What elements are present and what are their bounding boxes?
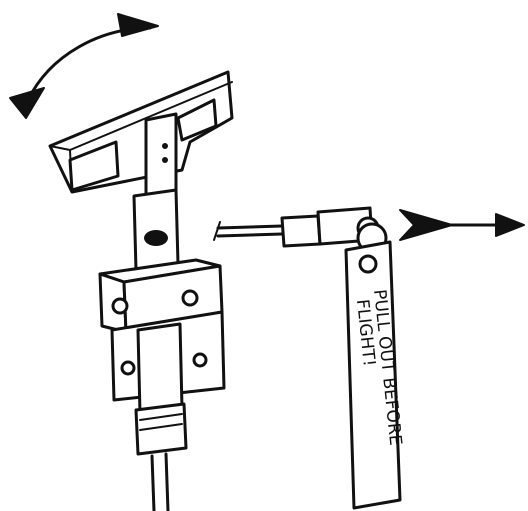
- pull-arrow-icon: [400, 210, 524, 240]
- lock-shaft: [134, 190, 178, 270]
- t-handle: [50, 72, 232, 206]
- rotate-arrow-icon: [10, 14, 158, 118]
- warning-tag: PULL OUT BEFORE FLIGHT!: [346, 242, 405, 508]
- lower-body: [136, 324, 186, 511]
